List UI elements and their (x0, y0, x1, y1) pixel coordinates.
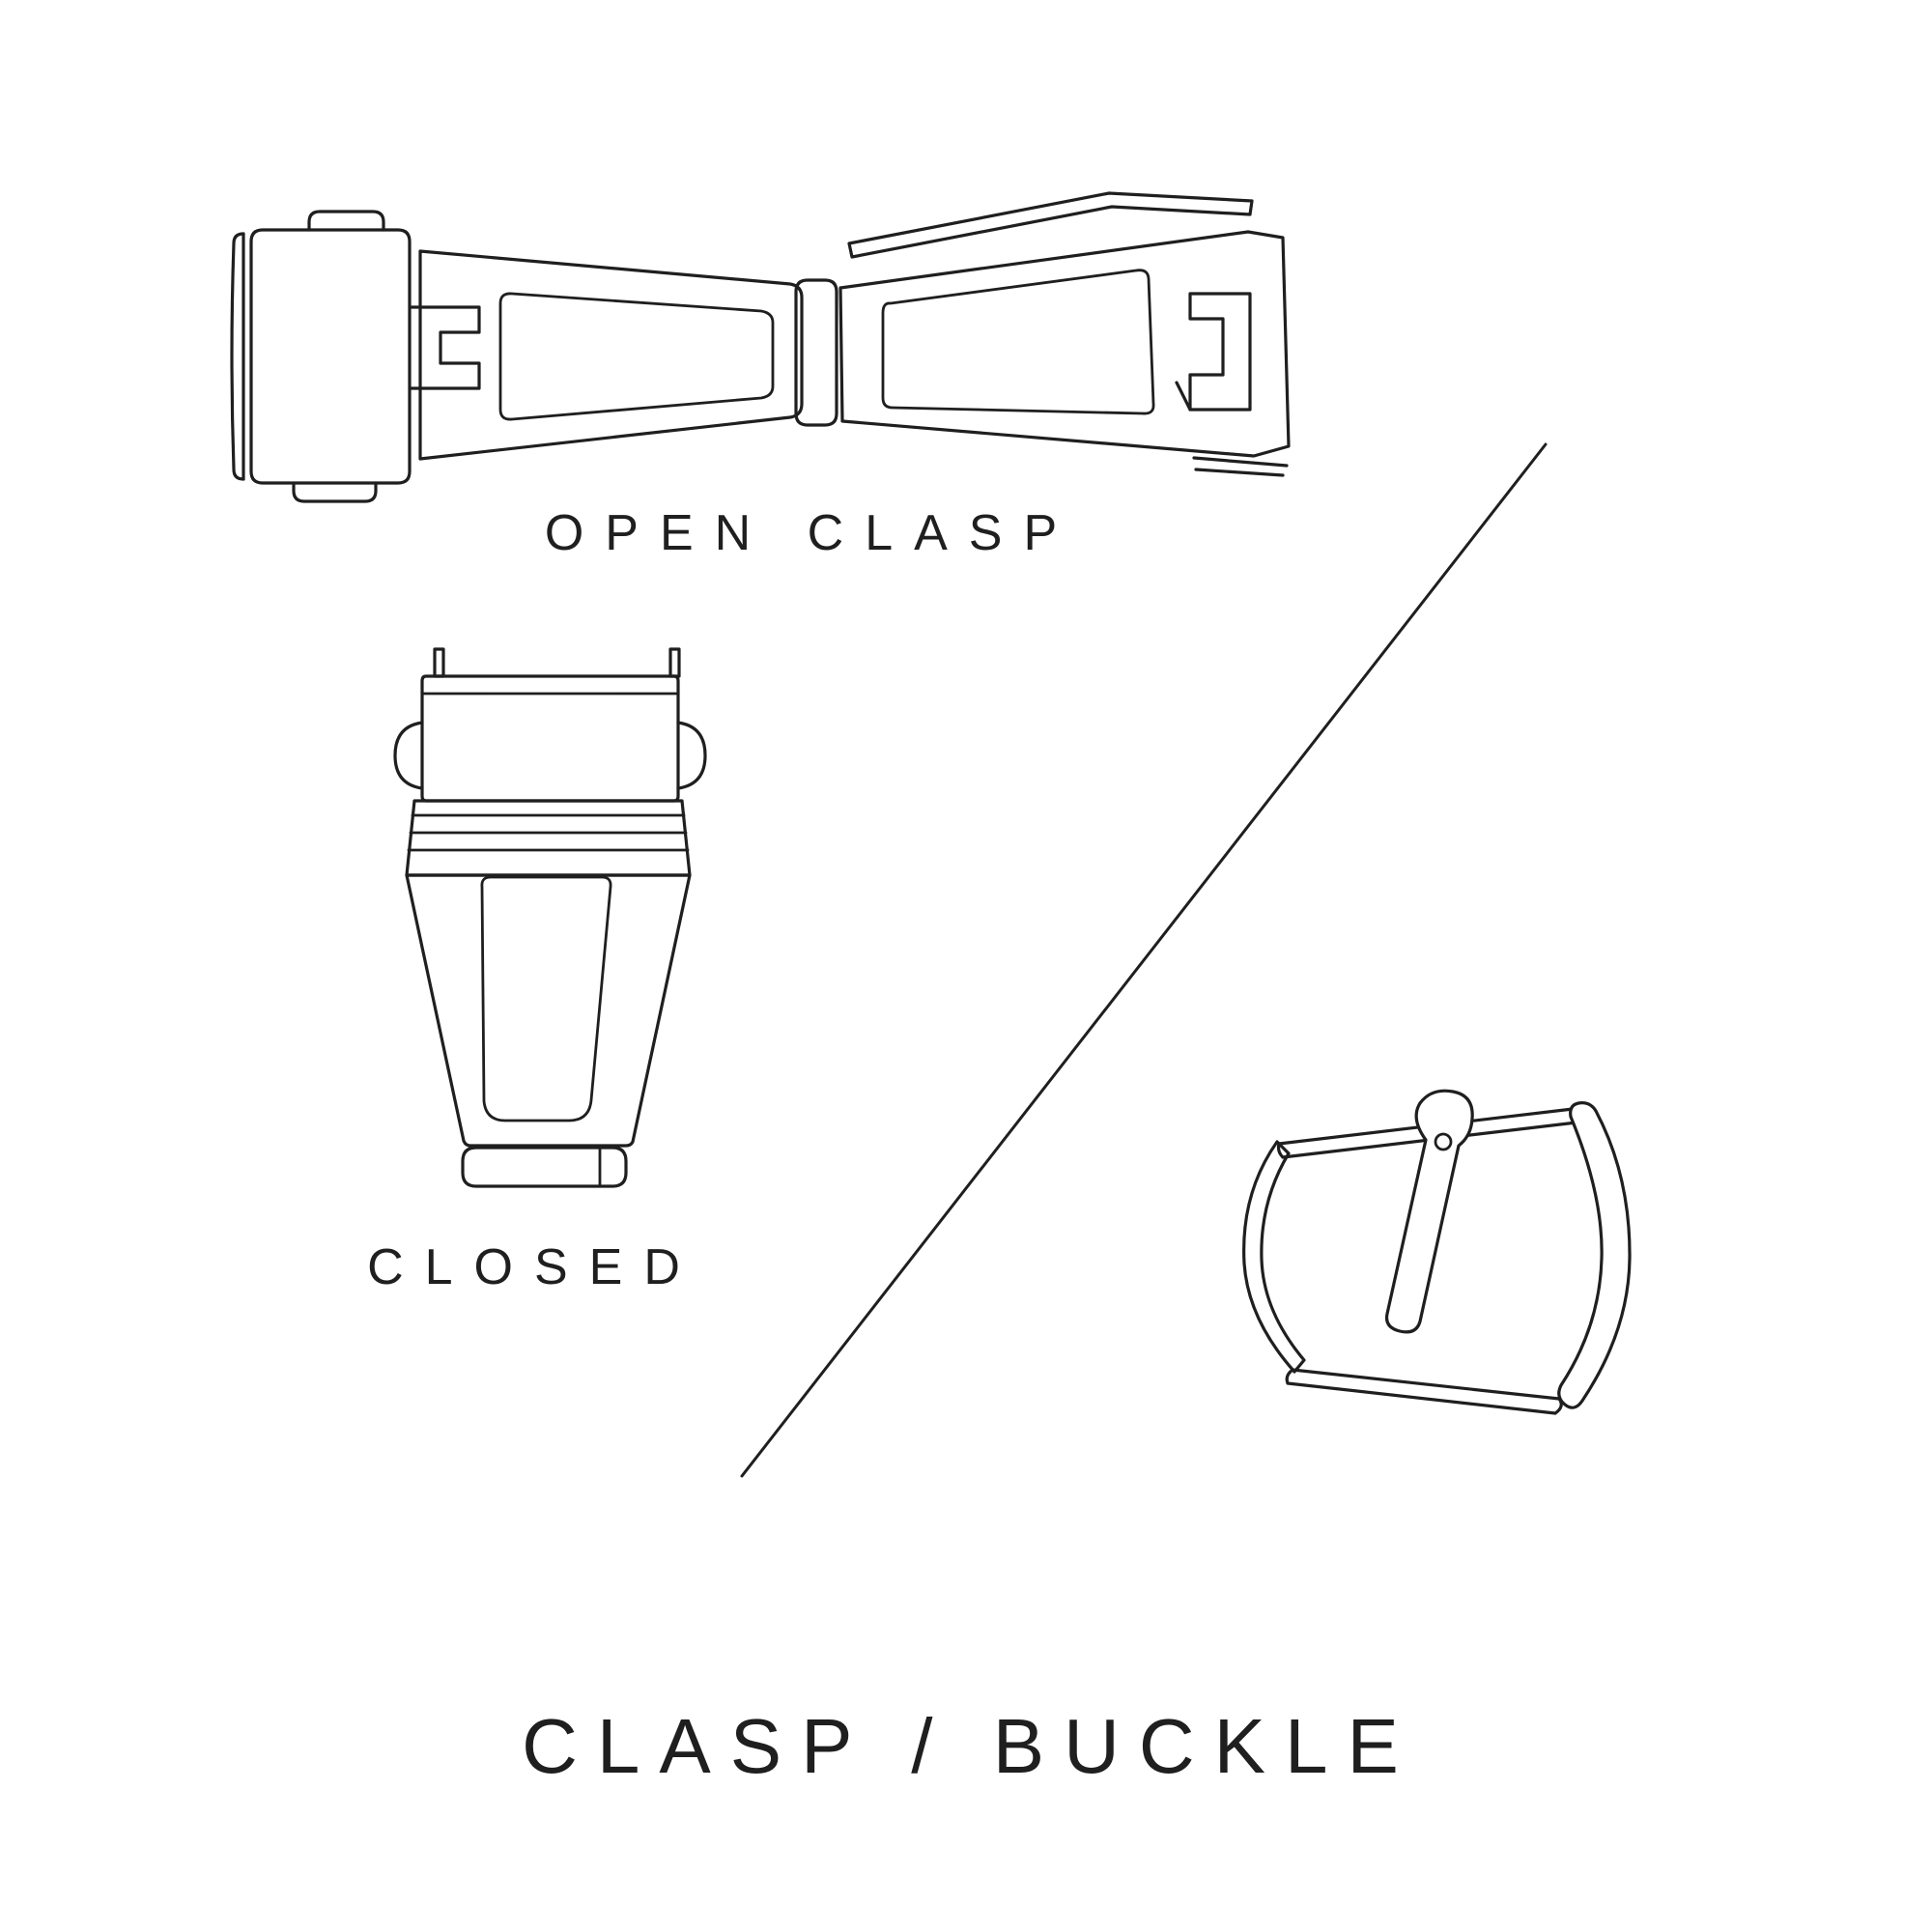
clasp-left-arm (418, 249, 804, 461)
clasp-left-fold (230, 210, 481, 503)
closed-label: CLOSED (367, 1239, 701, 1295)
clasp-right-arm (838, 191, 1291, 477)
clasp-bottom-bar (461, 1146, 628, 1188)
open-clasp-illustration (230, 191, 1291, 503)
buckle-frame (1242, 1101, 1632, 1415)
buckle-illustration (1242, 1089, 1632, 1415)
buckle-tang (1384, 1089, 1474, 1334)
closed-clasp-illustration (393, 647, 707, 1188)
open-clasp-label: OPEN CLASP (544, 505, 1079, 561)
clasp-hinge (794, 278, 838, 427)
clasp-body (405, 873, 692, 1148)
page-title: CLASP / BUCKLE (522, 1703, 1418, 1789)
